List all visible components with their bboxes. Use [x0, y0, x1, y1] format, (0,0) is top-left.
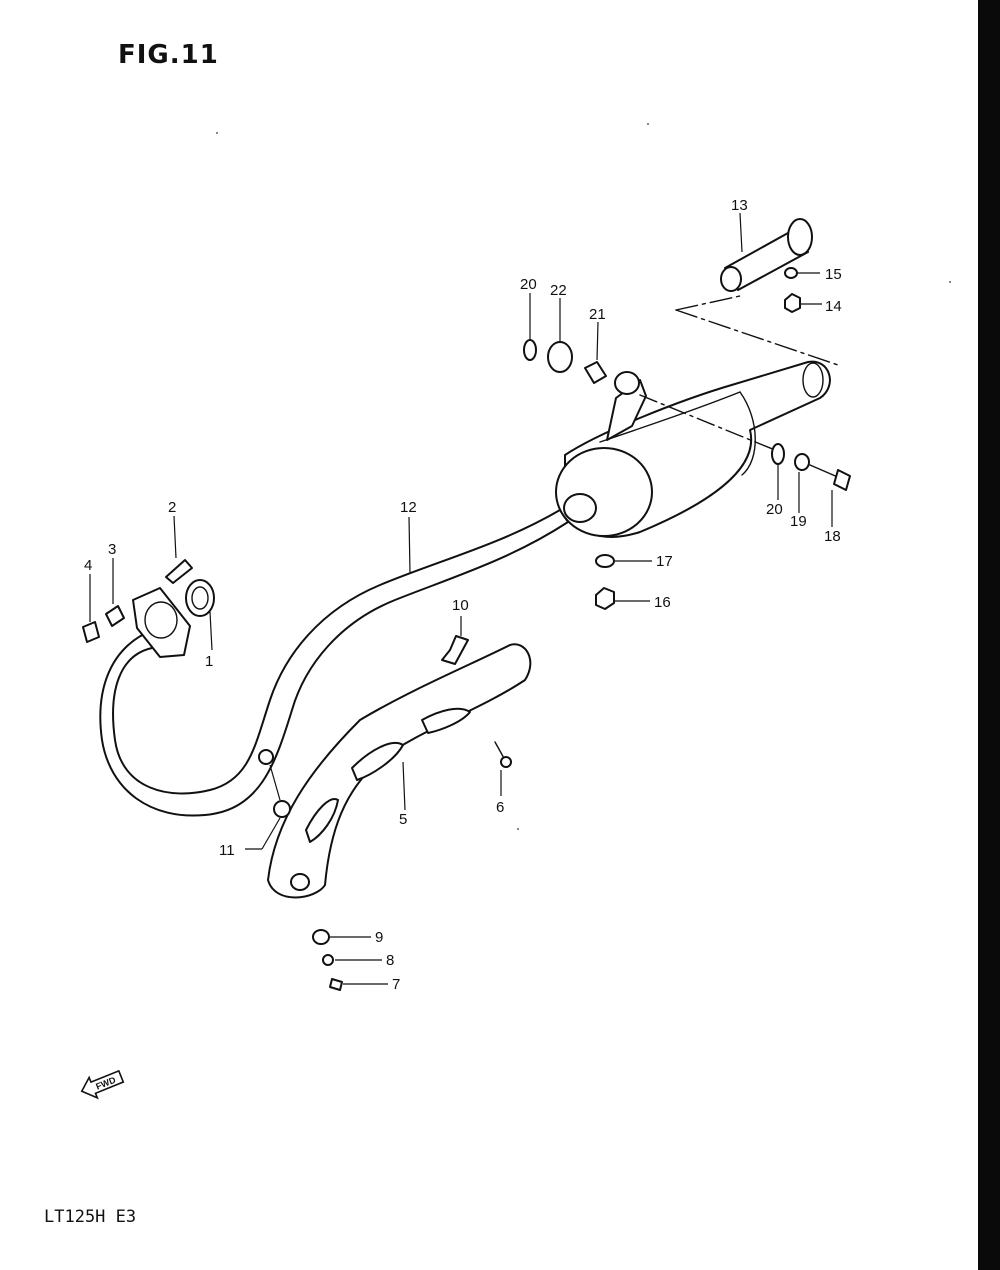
callout-13: 13 — [731, 197, 748, 214]
callout-3: 3 — [108, 541, 116, 558]
callout-20-lower: 20 — [766, 501, 783, 518]
callout-21: 21 — [589, 306, 606, 323]
callout-8: 8 — [386, 952, 394, 969]
exhaust-flange — [82, 559, 215, 658]
small-hardware — [258, 267, 851, 991]
callout-11: 11 — [219, 842, 235, 859]
callout-labels: 1 2 3 4 5 6 7 8 9 10 11 12 13 14 15 16 1… — [84, 197, 842, 993]
callout-18: 18 — [824, 528, 841, 545]
callout-19: 19 — [790, 513, 807, 530]
callout-12: 12 — [400, 499, 417, 516]
callout-20-upper: 20 — [520, 276, 537, 293]
callout-5: 5 — [399, 811, 407, 828]
model-code: LT125H E3 — [44, 1207, 137, 1227]
callout-15: 15 — [825, 266, 842, 283]
callout-6: 6 — [496, 799, 504, 816]
callout-10: 10 — [452, 597, 469, 614]
scan-edge — [978, 0, 1000, 1270]
forward-arrow-icon: FWD — [80, 1069, 125, 1100]
figure-title: FIG.11 — [118, 40, 219, 70]
callout-2: 2 — [168, 499, 176, 516]
leader-lines — [89, 212, 833, 985]
callout-1: 1 — [205, 653, 213, 670]
heat-shield — [267, 643, 532, 899]
callout-16: 16 — [654, 594, 671, 611]
callout-7: 7 — [392, 976, 400, 993]
callout-9: 9 — [375, 929, 383, 946]
pipe-part — [720, 218, 813, 292]
callout-17: 17 — [656, 553, 673, 570]
callout-22: 22 — [550, 282, 567, 299]
callout-4: 4 — [84, 557, 92, 574]
callout-14: 14 — [825, 298, 842, 315]
muffler — [555, 360, 831, 538]
